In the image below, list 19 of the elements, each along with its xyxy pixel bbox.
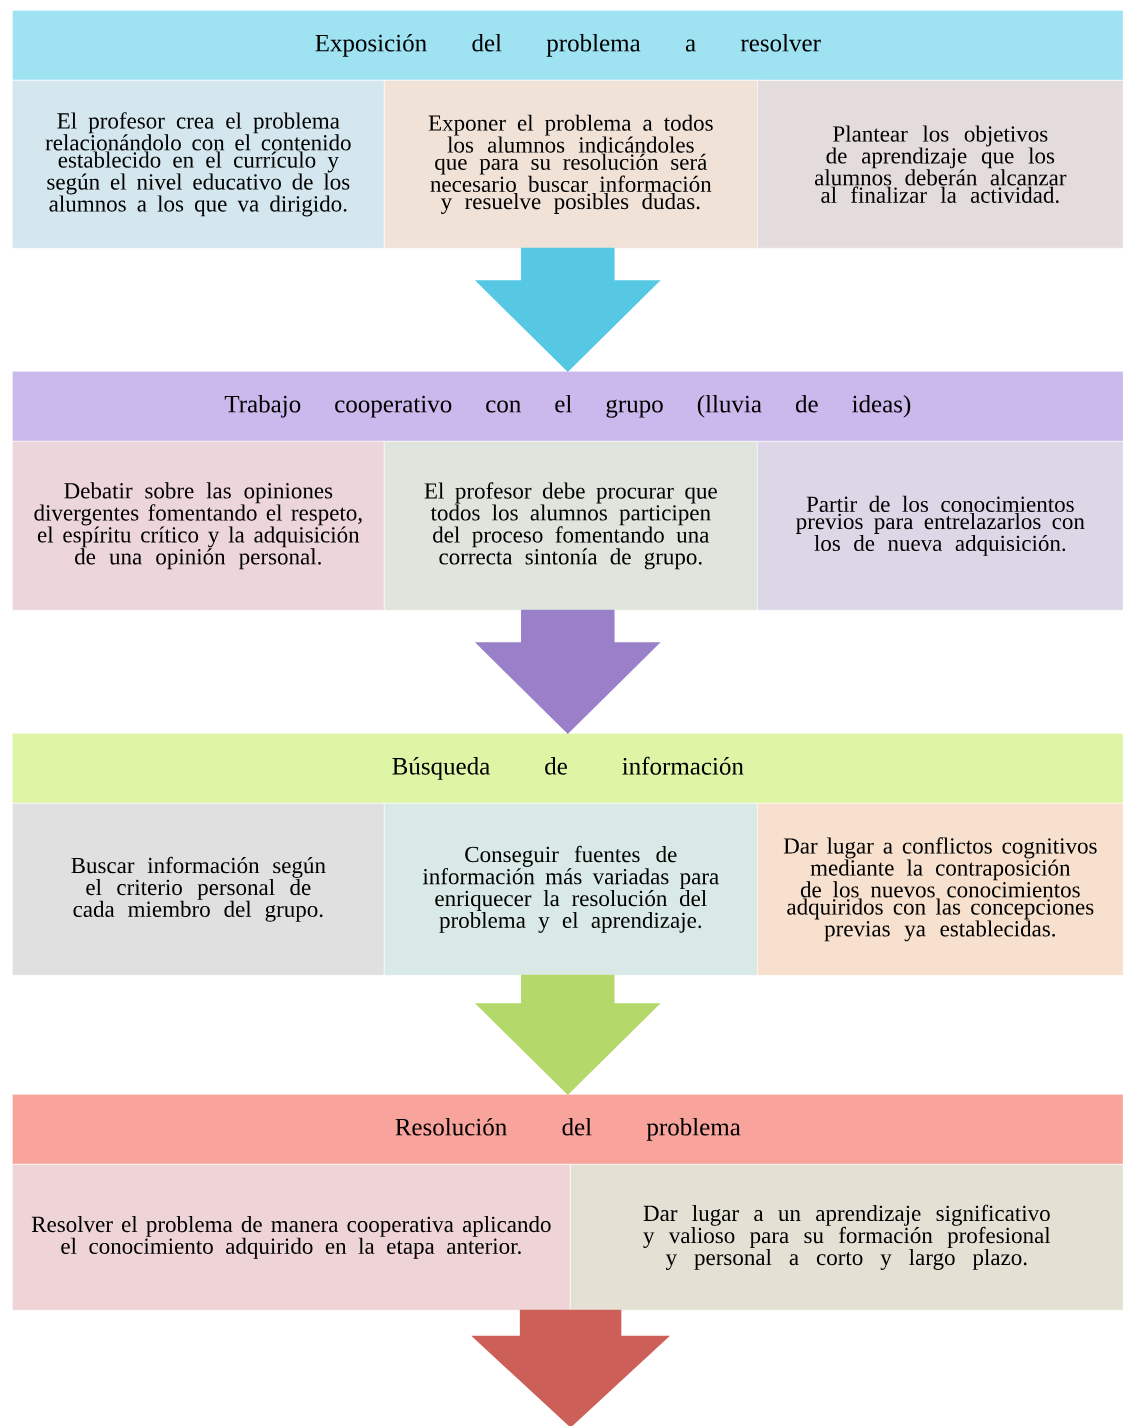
stage-header: Trabajo cooperativo con el grupo (lluvia de ideas) — [12, 371, 1123, 442]
step-box: El profesor crea el problema relacionándolo con el contenido establecido en el currículo y según el nivel educativo de los alumnos a los que va dirigido. — [12, 80, 385, 249]
stage-header: Resolución del problema — [12, 1094, 1123, 1165]
block-arrow — [474, 609, 661, 735]
step-box: Partir de los conocimientos previos para entrelazarlos con los de nueva adquisición. — [757, 441, 1123, 611]
step-box: Exponer el problema a todos los alumnos indicándoles que para su resolución será necesario buscar información y resuelve posibles dudas. — [384, 80, 758, 249]
step-box: Plantear los objetivos de aprendizaje que los alumnos deberán alcanzar al finalizar la actividad. — [757, 80, 1123, 249]
block-arrow — [471, 1309, 670, 1426]
stage-header: Búsqueda de información — [12, 733, 1123, 804]
step-box: Debatir sobre las opiniones divergentes fomentando el respeto, el espíritu crítico y la adquisición de una opinión personal. — [12, 441, 385, 611]
block-arrow — [474, 974, 661, 1096]
block-arrow — [474, 247, 661, 373]
step-box: Resolver el problema de manera cooperativa aplicando el conocimiento adquirido en la etapa anterior. — [12, 1164, 571, 1311]
step-box: Dar lugar a conflictos cognitivos mediante la contraposición de los nuevos conocimientos adquiridos con las concepciones previas ya establecidas. — [757, 803, 1123, 976]
step-box: Dar lugar a un aprendizaje significativo y valioso para su formación profesional y personal a corto y largo plazo. — [570, 1164, 1123, 1311]
step-box: Conseguir fuentes de información más variadas para enriquecer la resolución del problema y el aprendizaje. — [384, 803, 758, 976]
step-box: El profesor debe procurar que todos los alumnos participen del proceso fomentando una correcta sintonía de grupo. — [384, 441, 758, 611]
stage-header: Exposición del problema a resolver — [12, 10, 1123, 81]
step-box: Buscar información según el criterio personal de cada miembro del grupo. — [12, 803, 385, 976]
